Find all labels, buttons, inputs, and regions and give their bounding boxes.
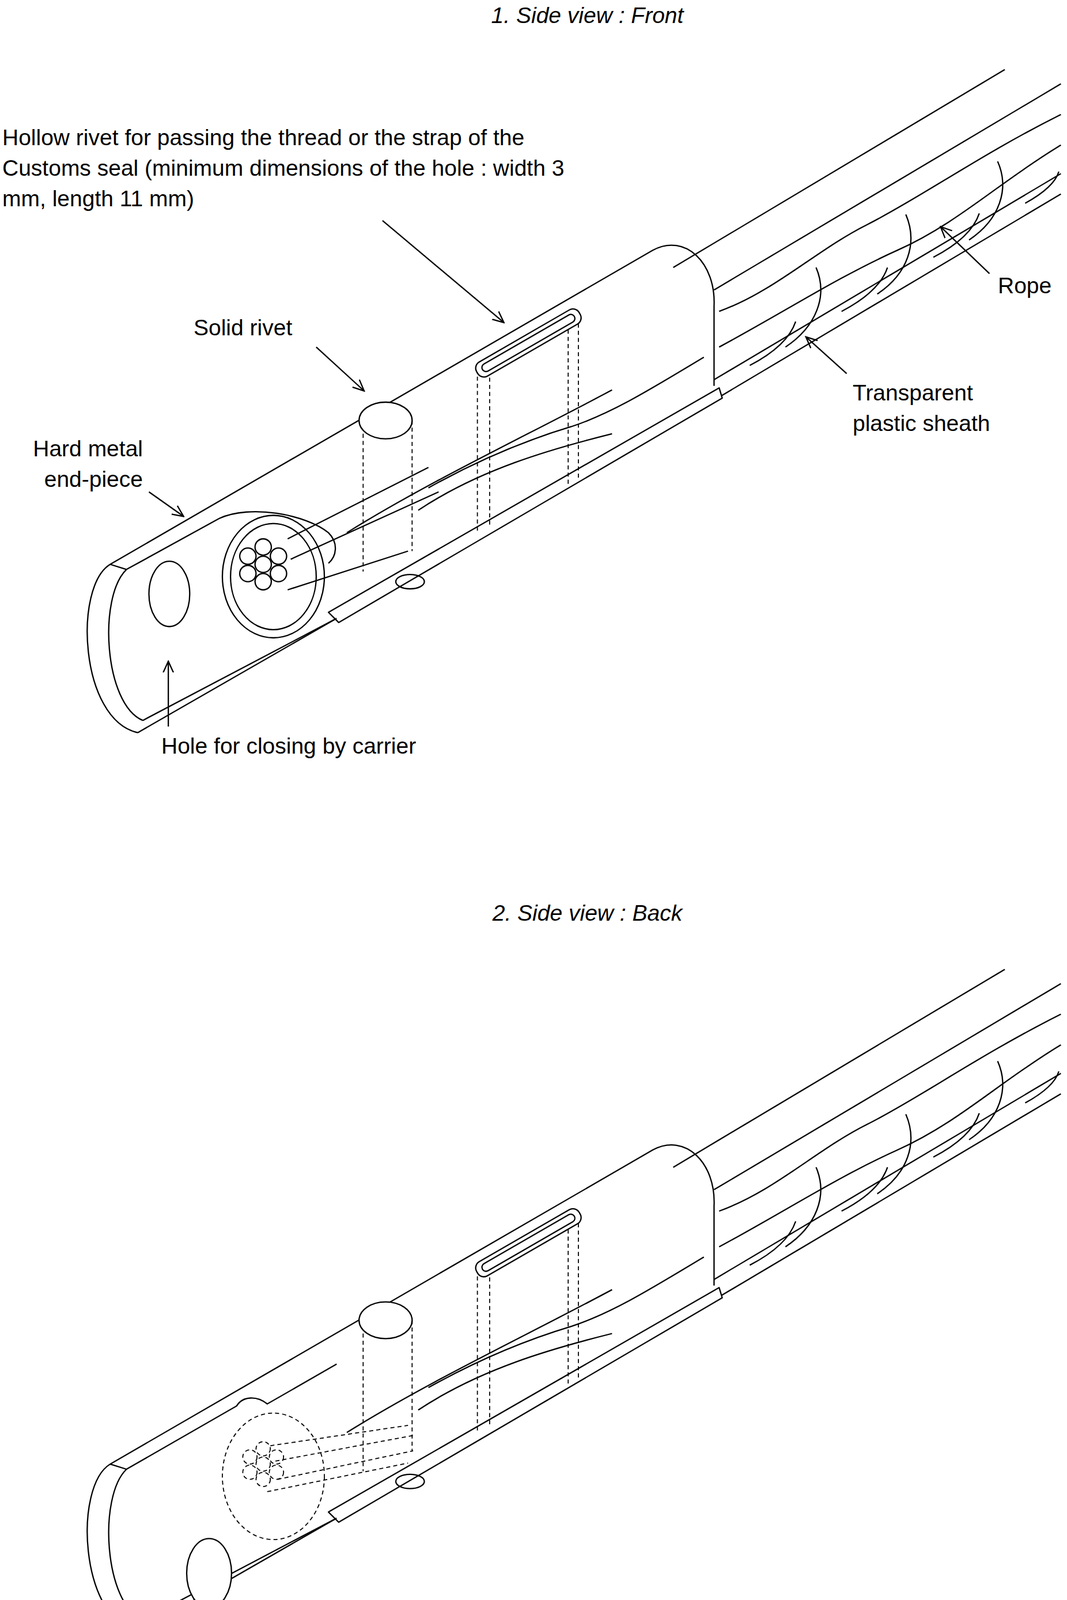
callout-label: Solid rivet bbox=[193, 312, 293, 343]
callout-label: Transparent plastic sheath bbox=[852, 377, 1029, 439]
back-view bbox=[86, 969, 1061, 1600]
view-title: 2. Side view : Back bbox=[332, 897, 843, 929]
callout-label: Hollow rivet for passing the thread or t… bbox=[2, 122, 600, 214]
view-title: 1. Side view : Front bbox=[332, 0, 843, 31]
callout-label: Hole for closing by carrier bbox=[161, 730, 416, 762]
callout-label: Hard metal end-piece bbox=[0, 433, 143, 495]
callout-label: Rope bbox=[997, 270, 1052, 301]
